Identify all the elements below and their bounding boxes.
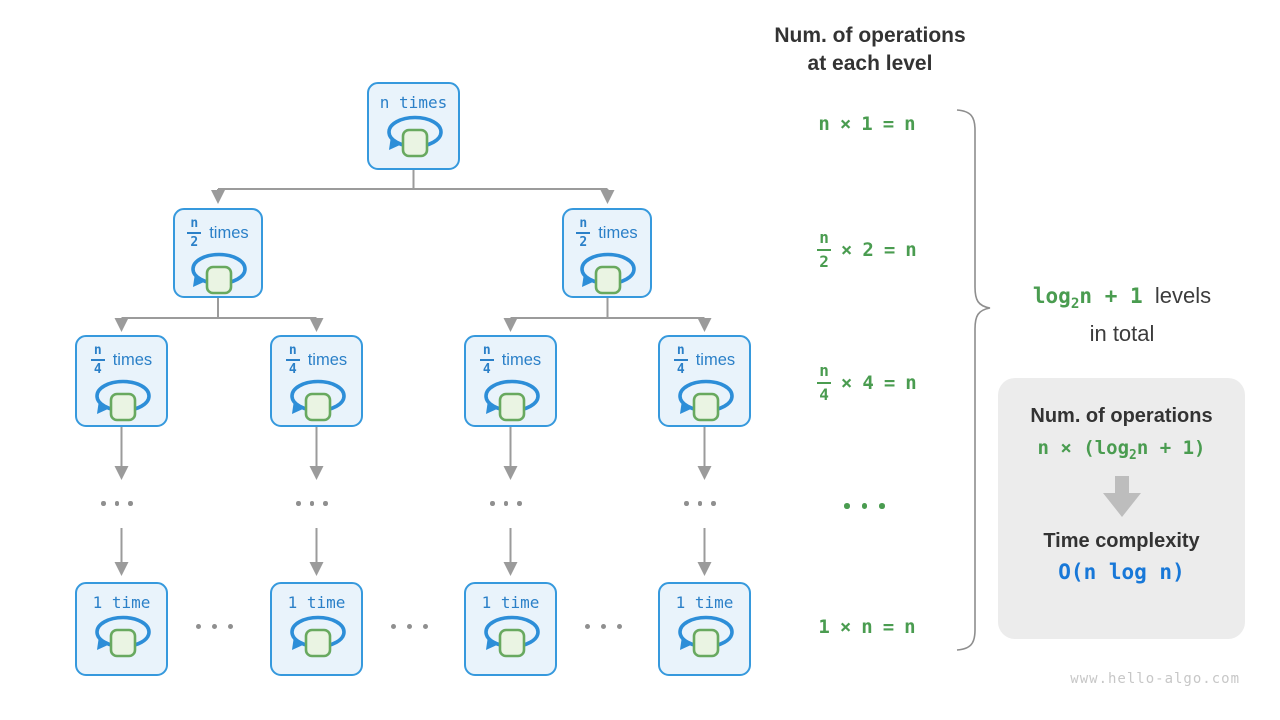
brace-icon xyxy=(956,109,991,651)
tree-node-root: n times xyxy=(367,82,460,170)
fraction: n 2 xyxy=(187,217,202,249)
operations-formula-level3: n 4 ×4=n xyxy=(817,361,917,404)
loop-icon xyxy=(677,615,734,658)
tree-node-l2-b: n 2 times xyxy=(562,208,652,298)
levels-total-line1: log2n + 1 levels xyxy=(1032,283,1212,313)
node-label: 1 time xyxy=(481,593,540,612)
fraction: n 2 xyxy=(817,228,831,271)
down-arrow-icon xyxy=(1102,475,1141,517)
fraction: n 4 xyxy=(90,344,105,376)
column-header: Num. of operations at each level xyxy=(735,22,1005,78)
loop-icon xyxy=(483,615,540,658)
tree-node-leaf-c: 1 time xyxy=(464,582,557,676)
fraction: n 4 xyxy=(479,344,494,376)
ellipsis-icon xyxy=(391,624,428,629)
loop-icon xyxy=(677,379,734,422)
levels-total-label: log2n + 1 levels in total xyxy=(1002,281,1242,349)
node-label: 1 time xyxy=(675,593,734,612)
tree-node-l3-a: n 4 times xyxy=(75,335,168,427)
tree-node-leaf-d: 1 time xyxy=(658,582,751,676)
column-header-line1: Num. of operations xyxy=(774,24,966,47)
operations-formula-level1: n×1=n xyxy=(818,113,916,135)
loop-icon xyxy=(94,615,151,658)
summary-panel: Num. of operations n × (log2n + 1) Time … xyxy=(998,378,1245,639)
loop-icon xyxy=(483,379,540,422)
loop-icon xyxy=(289,615,346,658)
fraction: n 4 xyxy=(817,361,831,404)
column-header-line2: at each level xyxy=(807,52,933,75)
loop-icon xyxy=(289,379,346,422)
node-label: n 4 times xyxy=(479,344,541,376)
ellipsis-icon xyxy=(490,501,522,506)
tree-node-l3-b: n 4 times xyxy=(270,335,363,427)
node-label: 1 time xyxy=(287,593,346,612)
loop-icon xyxy=(94,379,151,422)
fraction: n 4 xyxy=(673,344,688,376)
tree-node-l2-a: n 2 times xyxy=(173,208,263,298)
node-label: 1 time xyxy=(92,593,151,612)
loop-icon xyxy=(386,115,443,158)
tree-node-l3-c: n 4 times xyxy=(464,335,557,427)
tree-node-leaf-b: 1 time xyxy=(270,582,363,676)
panel-complexity-value: O(n log n) xyxy=(1058,559,1185,584)
node-label: n times xyxy=(379,93,448,112)
ellipsis-icon xyxy=(585,624,622,629)
node-label: n 4 times xyxy=(285,344,347,376)
levels-total-line2: in total xyxy=(1089,321,1155,347)
ellipsis-icon xyxy=(844,503,885,509)
node-label: n 4 times xyxy=(90,344,152,376)
panel-operations-formula: n × (log2n + 1) xyxy=(1037,437,1206,463)
fraction: n 2 xyxy=(576,217,591,249)
node-label: n 2 times xyxy=(576,217,638,249)
ellipsis-icon xyxy=(101,501,133,506)
panel-title-operations: Num. of operations xyxy=(1030,405,1213,427)
panel-title-complexity: Time complexity xyxy=(1043,529,1200,552)
watermark: www.hello-algo.com xyxy=(1070,671,1240,687)
operations-formula-leaf: 1×n=n xyxy=(818,616,916,638)
node-label: n 2 times xyxy=(187,217,249,249)
loop-icon xyxy=(191,252,247,295)
fraction: n 4 xyxy=(285,344,300,376)
ellipsis-icon xyxy=(684,501,716,506)
tree-node-leaf-a: 1 time xyxy=(75,582,168,676)
ellipsis-icon xyxy=(196,624,233,629)
loop-icon xyxy=(580,252,636,295)
ellipsis-icon xyxy=(296,501,328,506)
tree-node-l3-d: n 4 times xyxy=(658,335,751,427)
levels-count: log2n + 1 xyxy=(1032,284,1143,313)
node-label: n 4 times xyxy=(673,344,735,376)
operations-formula-level2: n 2 ×2=n xyxy=(817,228,917,271)
